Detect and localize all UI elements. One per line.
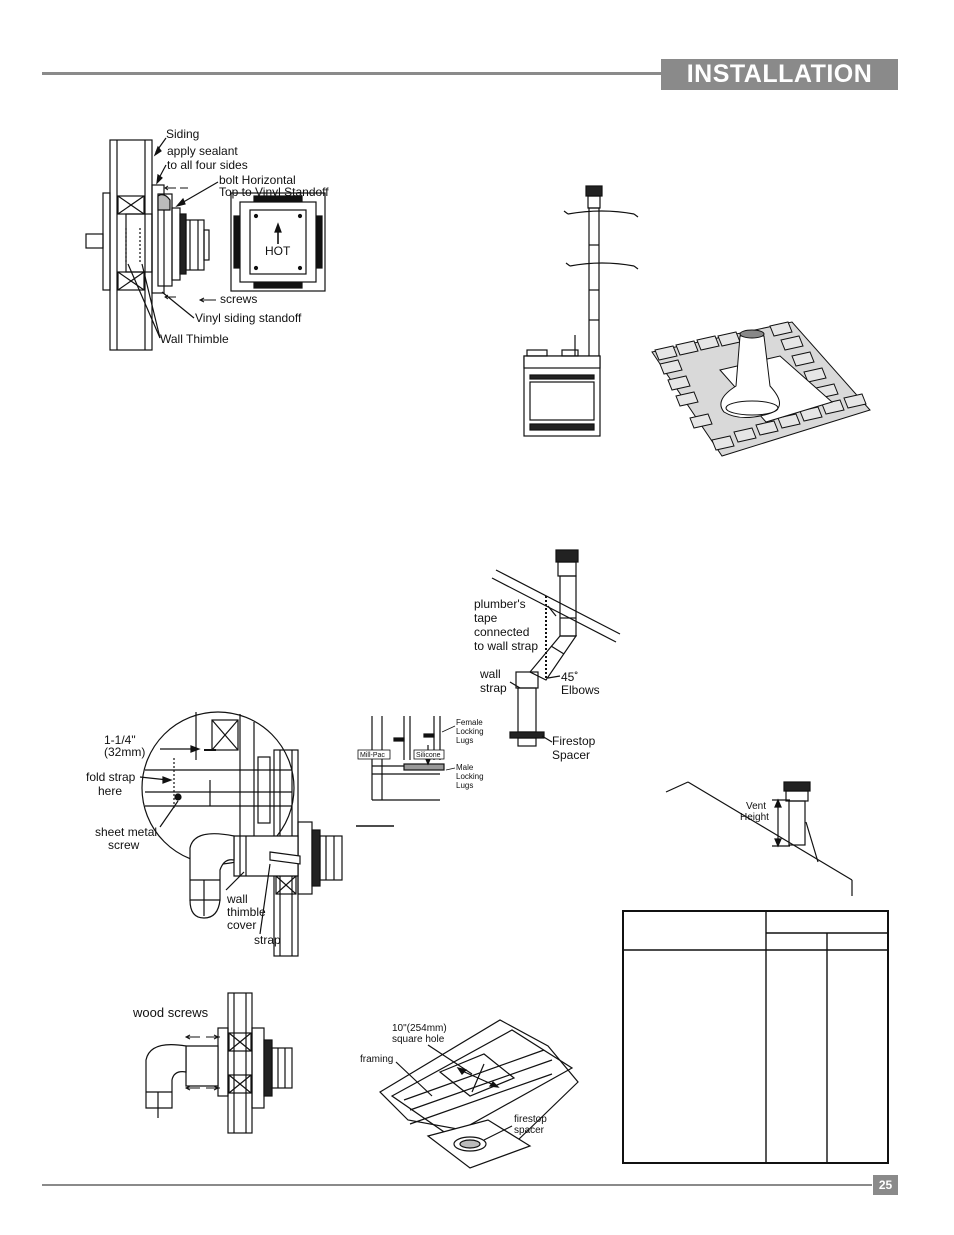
table-grid (624, 912, 887, 1162)
roof-flashing-shingles (651, 321, 871, 457)
label-dim-2: (32mm) (104, 745, 145, 759)
label-male-2: Locking (456, 772, 484, 781)
standoff-front-view: HOT (230, 192, 326, 292)
header-rule (42, 72, 662, 75)
label-sealant-2: to all four sides (167, 158, 248, 172)
strap-detail-diagram: 1-1/4" (32mm) fold strap here sheet meta… (86, 711, 343, 957)
label-firestop-1: Firestop (552, 734, 596, 748)
label-plumbers-2: tape (474, 611, 498, 625)
label-male-1: Male (456, 763, 474, 772)
vent-height-table (622, 910, 889, 1164)
label-female-3: Lugs (456, 736, 473, 745)
siding-standoff-diagram: Siding apply sealant to all four sides b… (85, 127, 329, 351)
label-strap: strap (254, 933, 281, 947)
label-plumbers-1: plumber's (474, 597, 526, 611)
footer-rule (42, 1184, 872, 1186)
label-female-1: Female (456, 718, 483, 727)
vertical-vent-fireplace (523, 185, 639, 437)
label-dim-1: 1-1/4" (104, 733, 136, 747)
label-wall-thimble: Wall Thimble (160, 332, 229, 346)
label-hot: HOT (265, 244, 291, 258)
wood-screws-diagram: wood screws (132, 992, 293, 1134)
label-sealant-1: apply sealant (167, 144, 238, 158)
label-elbows-2: Elbows (561, 683, 600, 697)
label-plumbers-4: to wall strap (474, 639, 538, 653)
label-screw-2: screw (108, 838, 140, 852)
label-silicone: Silicone (416, 752, 441, 759)
label-screws: screws (220, 292, 257, 306)
label-wall-strap-1: wall (479, 667, 501, 681)
label-fold-1: fold strap (86, 770, 136, 784)
label-vent-2: Height (740, 812, 769, 823)
label-fold-2: here (98, 784, 122, 798)
offset-vent-elbows: plumber's tape connected to wall strap w… (474, 549, 621, 762)
label-cover-2: thimble (227, 905, 266, 919)
label-vent-1: Vent (746, 801, 766, 812)
label-plumbers-3: connected (474, 625, 529, 639)
label-female-2: Locking (456, 727, 484, 736)
label-cover-3: cover (227, 918, 256, 932)
ceiling-framing-firestop: 10"(254mm) square hole framing firestop … (360, 1019, 579, 1169)
label-spacer-2: spacer (514, 1125, 545, 1136)
label-standoff: Vinyl siding standoff (195, 311, 302, 325)
label-elbows-1: 45˚ (561, 670, 578, 684)
label-bolt-1: bolt Horizontal (219, 173, 296, 187)
label-cover-1: wall (226, 892, 248, 906)
page-number: 25 (873, 1175, 898, 1195)
label-hole-2: square hole (392, 1034, 445, 1045)
label-firestop-2: Spacer (552, 748, 590, 762)
label-spacer-1: firestop (514, 1114, 547, 1125)
section-title: INSTALLATION (661, 59, 898, 90)
label-wall-strap-2: strap (480, 681, 507, 695)
label-millpac: Mill-Pac (360, 752, 385, 759)
label-screw-1: sheet metal (95, 825, 157, 839)
locking-lugs-detail: Mill-Pac Silicone Female Locking Lugs Ma… (356, 716, 484, 827)
label-wood-screws: wood screws (132, 1005, 209, 1020)
label-male-3: Lugs (456, 781, 473, 790)
label-framing: framing (360, 1054, 393, 1065)
label-siding: Siding (166, 127, 199, 141)
label-hole-1: 10"(254mm) (392, 1023, 447, 1034)
roof-vent-height: Vent Height (665, 781, 853, 896)
